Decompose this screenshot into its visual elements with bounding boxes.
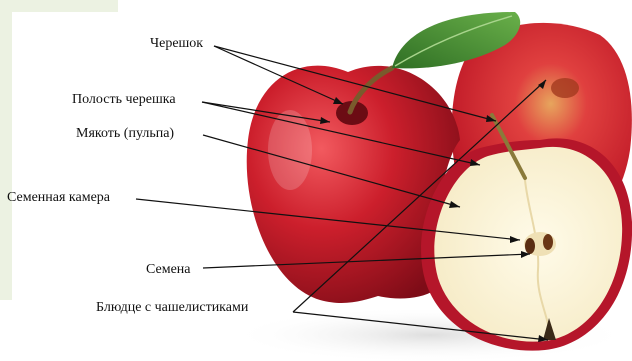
back-apple-cavity xyxy=(551,78,579,98)
label-stalk: Черешок xyxy=(150,36,203,52)
label-seed-chamber: Семенная камера xyxy=(7,190,110,206)
label-seeds: Семена xyxy=(146,262,191,278)
label-flesh: Мякоть (пульпа) xyxy=(76,126,174,142)
label-stalk-cavity: Полость черешка xyxy=(72,92,176,108)
seed-2 xyxy=(543,234,553,250)
label-calyx: Блюдце с чашелистиками xyxy=(96,300,248,316)
seed-1 xyxy=(525,238,535,254)
